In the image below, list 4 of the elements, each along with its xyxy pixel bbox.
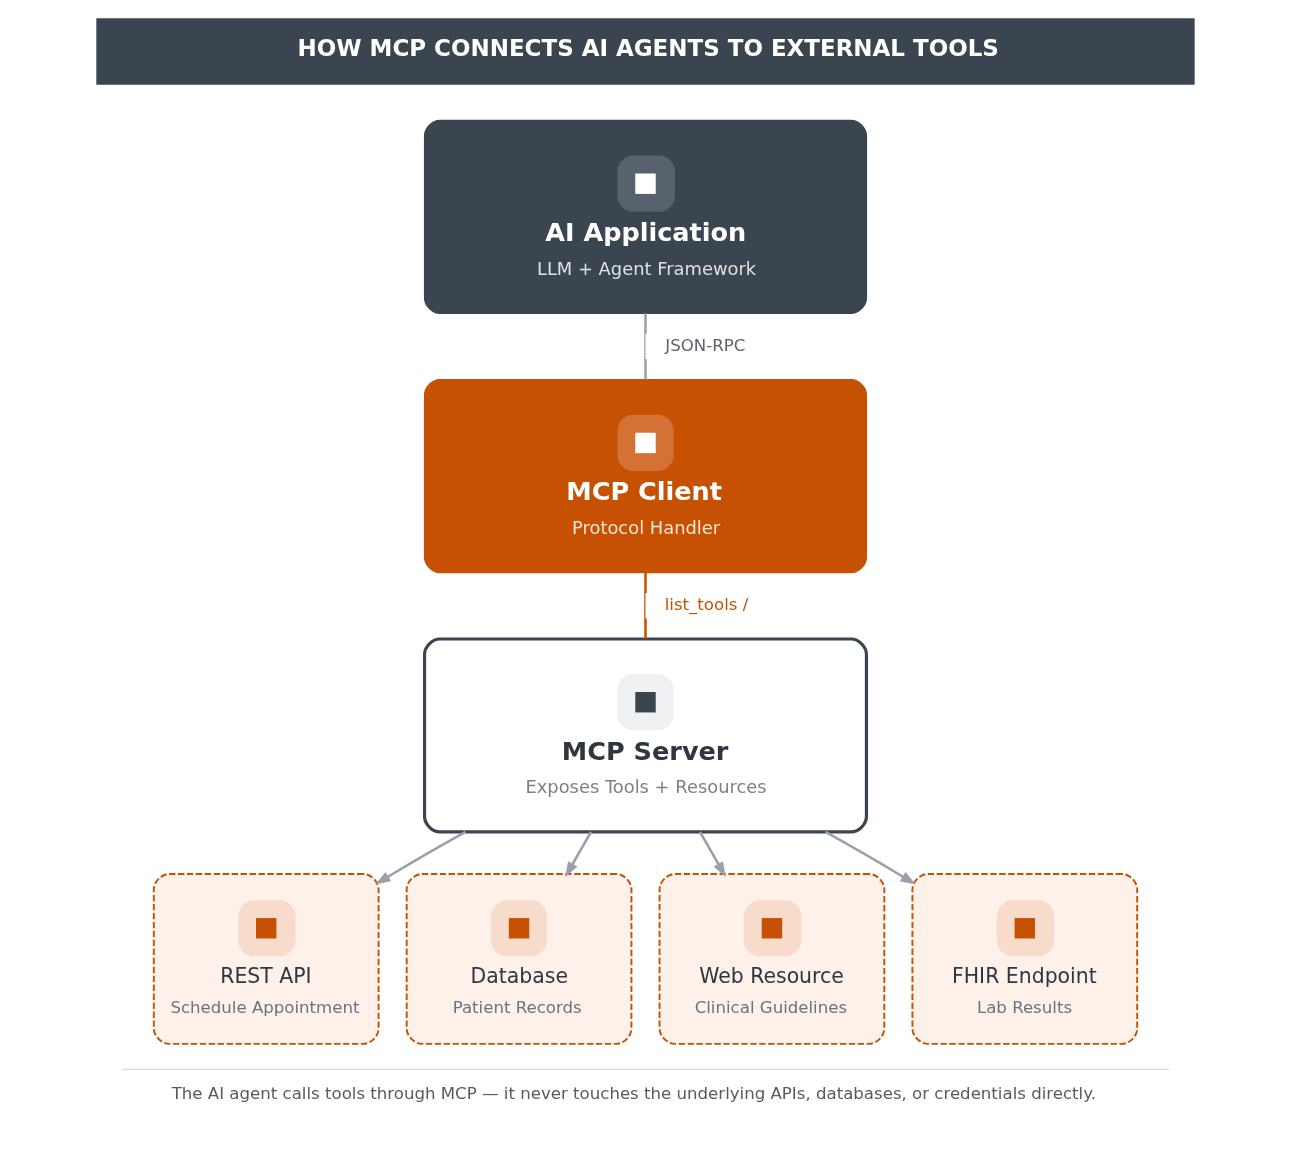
- caption: The AI agent calls tools through MCP — it never touches the underlying APIs, databases, or credentials directly.: [171, 1084, 1096, 1104]
- edge-label: list_tools /: [664, 595, 748, 615]
- diagram-title: HOW MCP CONNECTS AI AGENTS TO EXTERNAL TOOLS: [296, 34, 999, 61]
- edge-label: JSON-RPC: [664, 335, 745, 355]
